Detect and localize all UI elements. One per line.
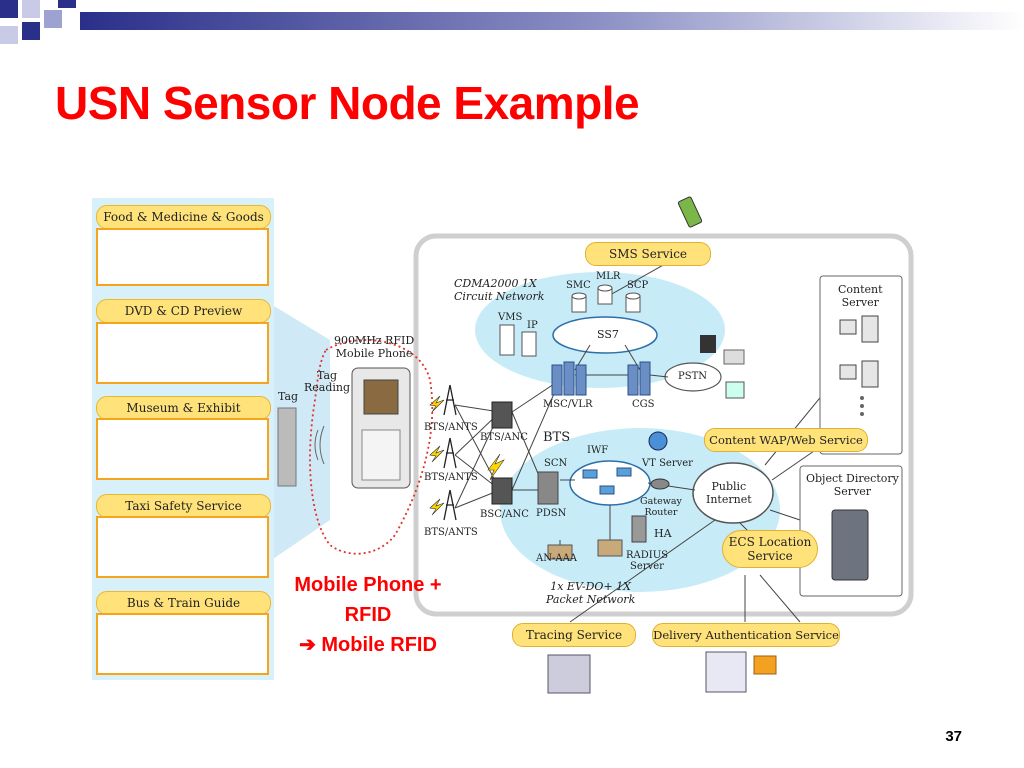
- msc-vlr-label: MSC/VLR: [543, 399, 593, 410]
- scn-label: SCN: [544, 458, 568, 469]
- mobile-device-icon: [677, 196, 703, 228]
- category-label-food: Food & Medicine & Goods: [96, 205, 271, 229]
- tracing-service-pill: Tracing Service: [512, 623, 636, 647]
- pstn-label: PSTN: [678, 371, 707, 382]
- tag-reading-label: Tag Reading: [304, 369, 351, 394]
- category-box-dvd: [96, 322, 269, 384]
- antenna-towers: [443, 384, 457, 521]
- msc-vlr-icon: [551, 361, 587, 396]
- iwf-label: IWF: [587, 445, 609, 456]
- pdsn-label: PDSN: [536, 508, 567, 519]
- telephone-icon: [700, 335, 716, 353]
- content-server-ellipsis: [860, 396, 864, 416]
- delivery-person-icon: [705, 651, 747, 693]
- vt-server-icon: [648, 431, 668, 451]
- gateway-router-label: Gateway Router: [640, 496, 682, 518]
- rfid-mobile-phone-label: 900MHz RFID Mobile Phone: [334, 334, 415, 360]
- delivery-package-icon: [753, 655, 777, 675]
- smc-label: SMC: [566, 280, 591, 291]
- bsc-anc-box: [491, 477, 513, 505]
- slide-title: USN Sensor Node Example: [55, 77, 640, 129]
- router-icons: [582, 467, 632, 495]
- ip-icon: [521, 331, 537, 357]
- caption-line-3: ➔ Mobile RFID: [299, 634, 437, 656]
- vt-server-label: VT Server: [642, 458, 693, 469]
- sms-service-pill: SMS Service: [585, 242, 711, 266]
- rfid-tag-icon: [277, 407, 297, 487]
- content-server-pcs: [839, 315, 879, 388]
- rfid-highlight-outline: [309, 339, 434, 555]
- content-wap-pill: Content WAP/Web Service: [704, 428, 868, 452]
- category-label-dvd: DVD & CD Preview: [96, 299, 271, 323]
- public-internet-label: Public Internet: [706, 480, 752, 506]
- monitor-icon: [725, 381, 745, 399]
- page-number: 37: [945, 728, 962, 745]
- caption-line-1: Mobile Phone +: [294, 574, 442, 596]
- ss7-cloud-icon: [552, 316, 658, 354]
- radius-server-label: RADIUS Server: [626, 550, 668, 572]
- scn-pdsn-box: [537, 471, 559, 505]
- wireless-bolts: [429, 395, 505, 516]
- ss7-label: SS7: [597, 328, 619, 341]
- bts-ants-label-2: BTS/ANTS: [424, 472, 478, 483]
- bts-anc-box: [491, 401, 513, 429]
- caption-line-2: RFID: [344, 604, 392, 626]
- delivery-auth-pill: Delivery Authentication Service: [652, 623, 840, 647]
- gateway-router-icon: [650, 478, 670, 490]
- ip-label: IP: [527, 320, 538, 331]
- scp-label: SCP: [627, 280, 649, 291]
- object-directory-server-icon: [831, 509, 869, 581]
- mlr-label: MLR: [596, 271, 621, 282]
- public-internet-cloud-icon: [692, 462, 774, 524]
- category-label-museum: Museum & Exhibit: [96, 396, 271, 420]
- an-aaa-label: AN-AAA: [536, 553, 578, 564]
- object-directory-label: Object Directory Server: [806, 472, 899, 498]
- ha-icon: [631, 515, 647, 543]
- bts-label: BTS: [543, 430, 571, 445]
- cdma-network-label: CDMA2000 1X Circuit Network: [454, 277, 545, 303]
- ha-label: HA: [654, 527, 672, 540]
- printer-icon: [723, 349, 745, 365]
- bsc-anc-label: BSC/ANC: [480, 509, 529, 520]
- content-server-label: Content Server: [838, 283, 883, 309]
- bts-ants-label-3: BTS/ANTS: [424, 527, 478, 538]
- category-box-food: [96, 228, 269, 286]
- bts-ants-label-1: BTS/ANTS: [424, 422, 478, 433]
- radius-server-icon: [597, 539, 623, 557]
- tracing-person-icon: [547, 654, 591, 694]
- tag-signal-waves: [314, 425, 325, 465]
- category-label-taxi: Taxi Safety Service: [96, 494, 271, 518]
- cgs-icon: [627, 361, 651, 396]
- tag-label: Tag: [278, 390, 299, 403]
- ev-do-network-label: 1x EV-DO+ 1X Packet Network: [546, 580, 636, 606]
- database-icons: [571, 284, 641, 313]
- top-gradient-bar: [80, 12, 1024, 30]
- an-aaa-icon: [547, 544, 573, 560]
- corner-squares-decoration: [0, 0, 76, 44]
- category-box-bus: [96, 613, 269, 675]
- category-box-taxi: [96, 516, 269, 578]
- bts-anc-label: BTS/ANC: [480, 432, 528, 443]
- packet-core-cloud-icon: [569, 460, 651, 506]
- vms-icon: [499, 324, 515, 356]
- category-label-bus: Bus & Train Guide: [96, 591, 271, 615]
- cgs-label: CGS: [632, 399, 655, 410]
- category-box-museum: [96, 418, 269, 480]
- ecs-location-pill: ECS Location Service: [722, 530, 818, 568]
- vms-label: VMS: [498, 312, 523, 323]
- mobile-rfid-caption: Mobile Phone + RFID ➔ Mobile RFID: [268, 570, 468, 660]
